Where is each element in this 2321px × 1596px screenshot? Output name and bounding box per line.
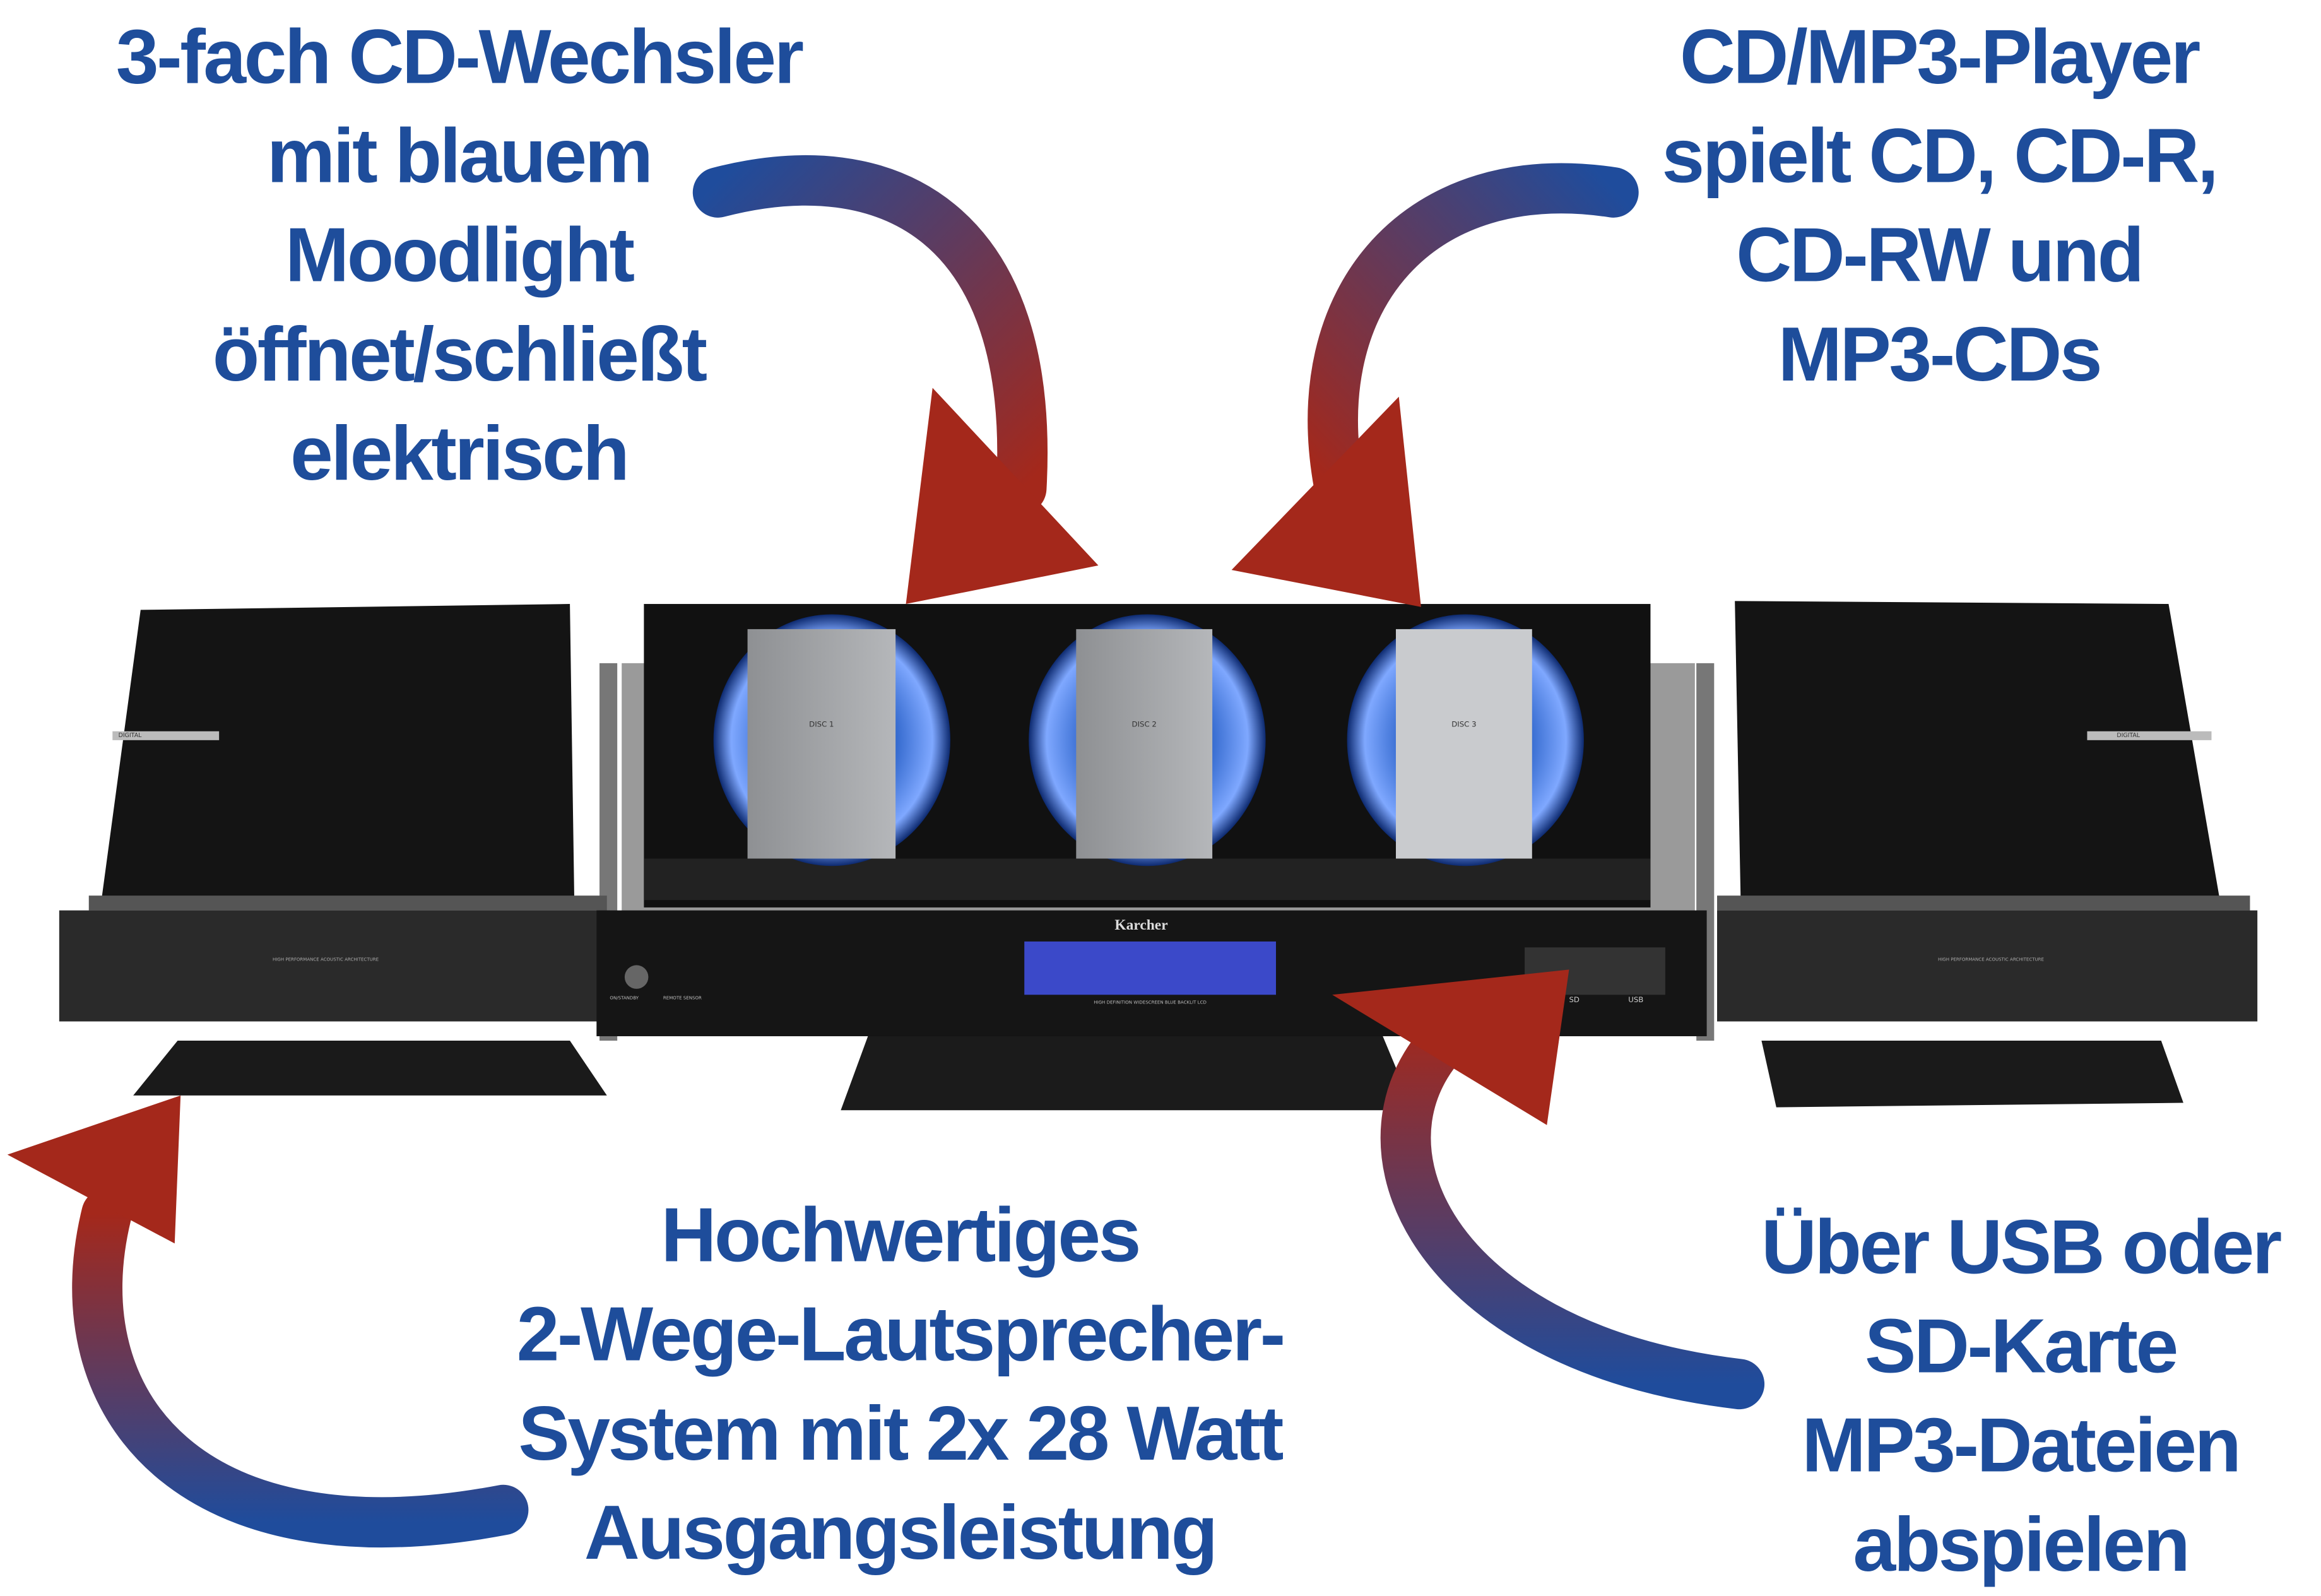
callout-line: elektrisch [290,411,630,498]
power-button [624,965,649,989]
callout-line: mit blauem [266,114,653,200]
arrow-top-right [1231,163,1639,607]
callout-line: Über USB oder [1761,1205,2282,1291]
callout-line: SD-Karte [1864,1304,2178,1390]
callout-line: Ausgangsleistung [584,1491,1218,1577]
usb-label: USB [1628,996,1644,1005]
arrow-top-left [692,155,1099,605]
callout-line: 3-fach CD-Wechsler [115,15,804,101]
left-speaker-badge: DIGITAL [118,731,142,739]
sd-label: SD [1569,996,1580,1005]
arrow-bottom-right [1332,969,1765,1410]
callout-line: 2-Wege-Lautsprecher- [516,1292,1286,1378]
callout-line: CD/MP3-Player [1679,15,2201,101]
callout-line: Hochwertiges [661,1193,1141,1279]
right-speaker-badge: DIGITAL [2117,731,2141,739]
disc-3-label: DISC 3 [1451,721,1477,730]
disc-1 [713,614,950,866]
callout-usb-sd: Über USB oder SD-Karte MP3-Dateien abspi… [1725,1199,2317,1596]
callout-speaker-system: Hochwertiges 2-Wege-Lautsprecher- System… [397,1187,1403,1584]
right-speaker-label: HIGH PERFORMANCE ACOUSTIC ARCHITECTURE [1938,956,2044,962]
disc-2-label: DISC 2 [1131,721,1157,730]
callout-line: System mit 2x 28 Watt [518,1391,1284,1478]
left-speaker: HIGH PERFORMANCE ACOUSTIC ARCHITECTURE [59,604,618,1041]
callout-line: MP3-CDs [1778,312,2102,398]
callout-line: spielt CD, CD-R, [1662,114,2218,200]
left-speaker-stand [133,1041,607,1096]
lcd-display [1024,941,1276,995]
left-speaker-label: HIGH PERFORMANCE ACOUSTIC ARCHITECTURE [273,956,379,962]
callout-line: Moodlight [285,213,635,299]
center-stand [841,1021,1414,1111]
disc-3 [1347,614,1584,866]
disc-1-label: DISC 1 [809,721,834,730]
callout-line: öffnet/schließt [212,312,707,398]
lcd-label: HIGH DEFINITION WIDESCREEN BLUE BACKLIT … [1094,999,1207,1005]
arrow-bottom-left [7,1095,529,1548]
remote-sensor-label: REMOTE SENSOR [663,995,702,1001]
right-speaker-stand [1761,1041,2183,1108]
callout-line: CD-RW und [1736,213,2144,299]
right-speaker: HIGH PERFORMANCE ACOUSTIC ARCHITECTURE [1696,601,2258,1041]
callout-line: abspielen [1853,1502,2190,1588]
callout-cd-changer: 3-fach CD-Wechsler mit blauem Moodlight … [15,9,902,505]
callout-cd-mp3-player: CD/MP3-Player spielt CD, CD-R, CD-RW und… [1495,9,2321,406]
brand-logo: Karcher [1114,918,1168,935]
cd-changer-unit [596,604,1707,1036]
disc-2 [1029,614,1266,866]
power-label: ON/STANDBY [610,995,639,1001]
callout-line: MP3-Dateien [1802,1403,2241,1489]
